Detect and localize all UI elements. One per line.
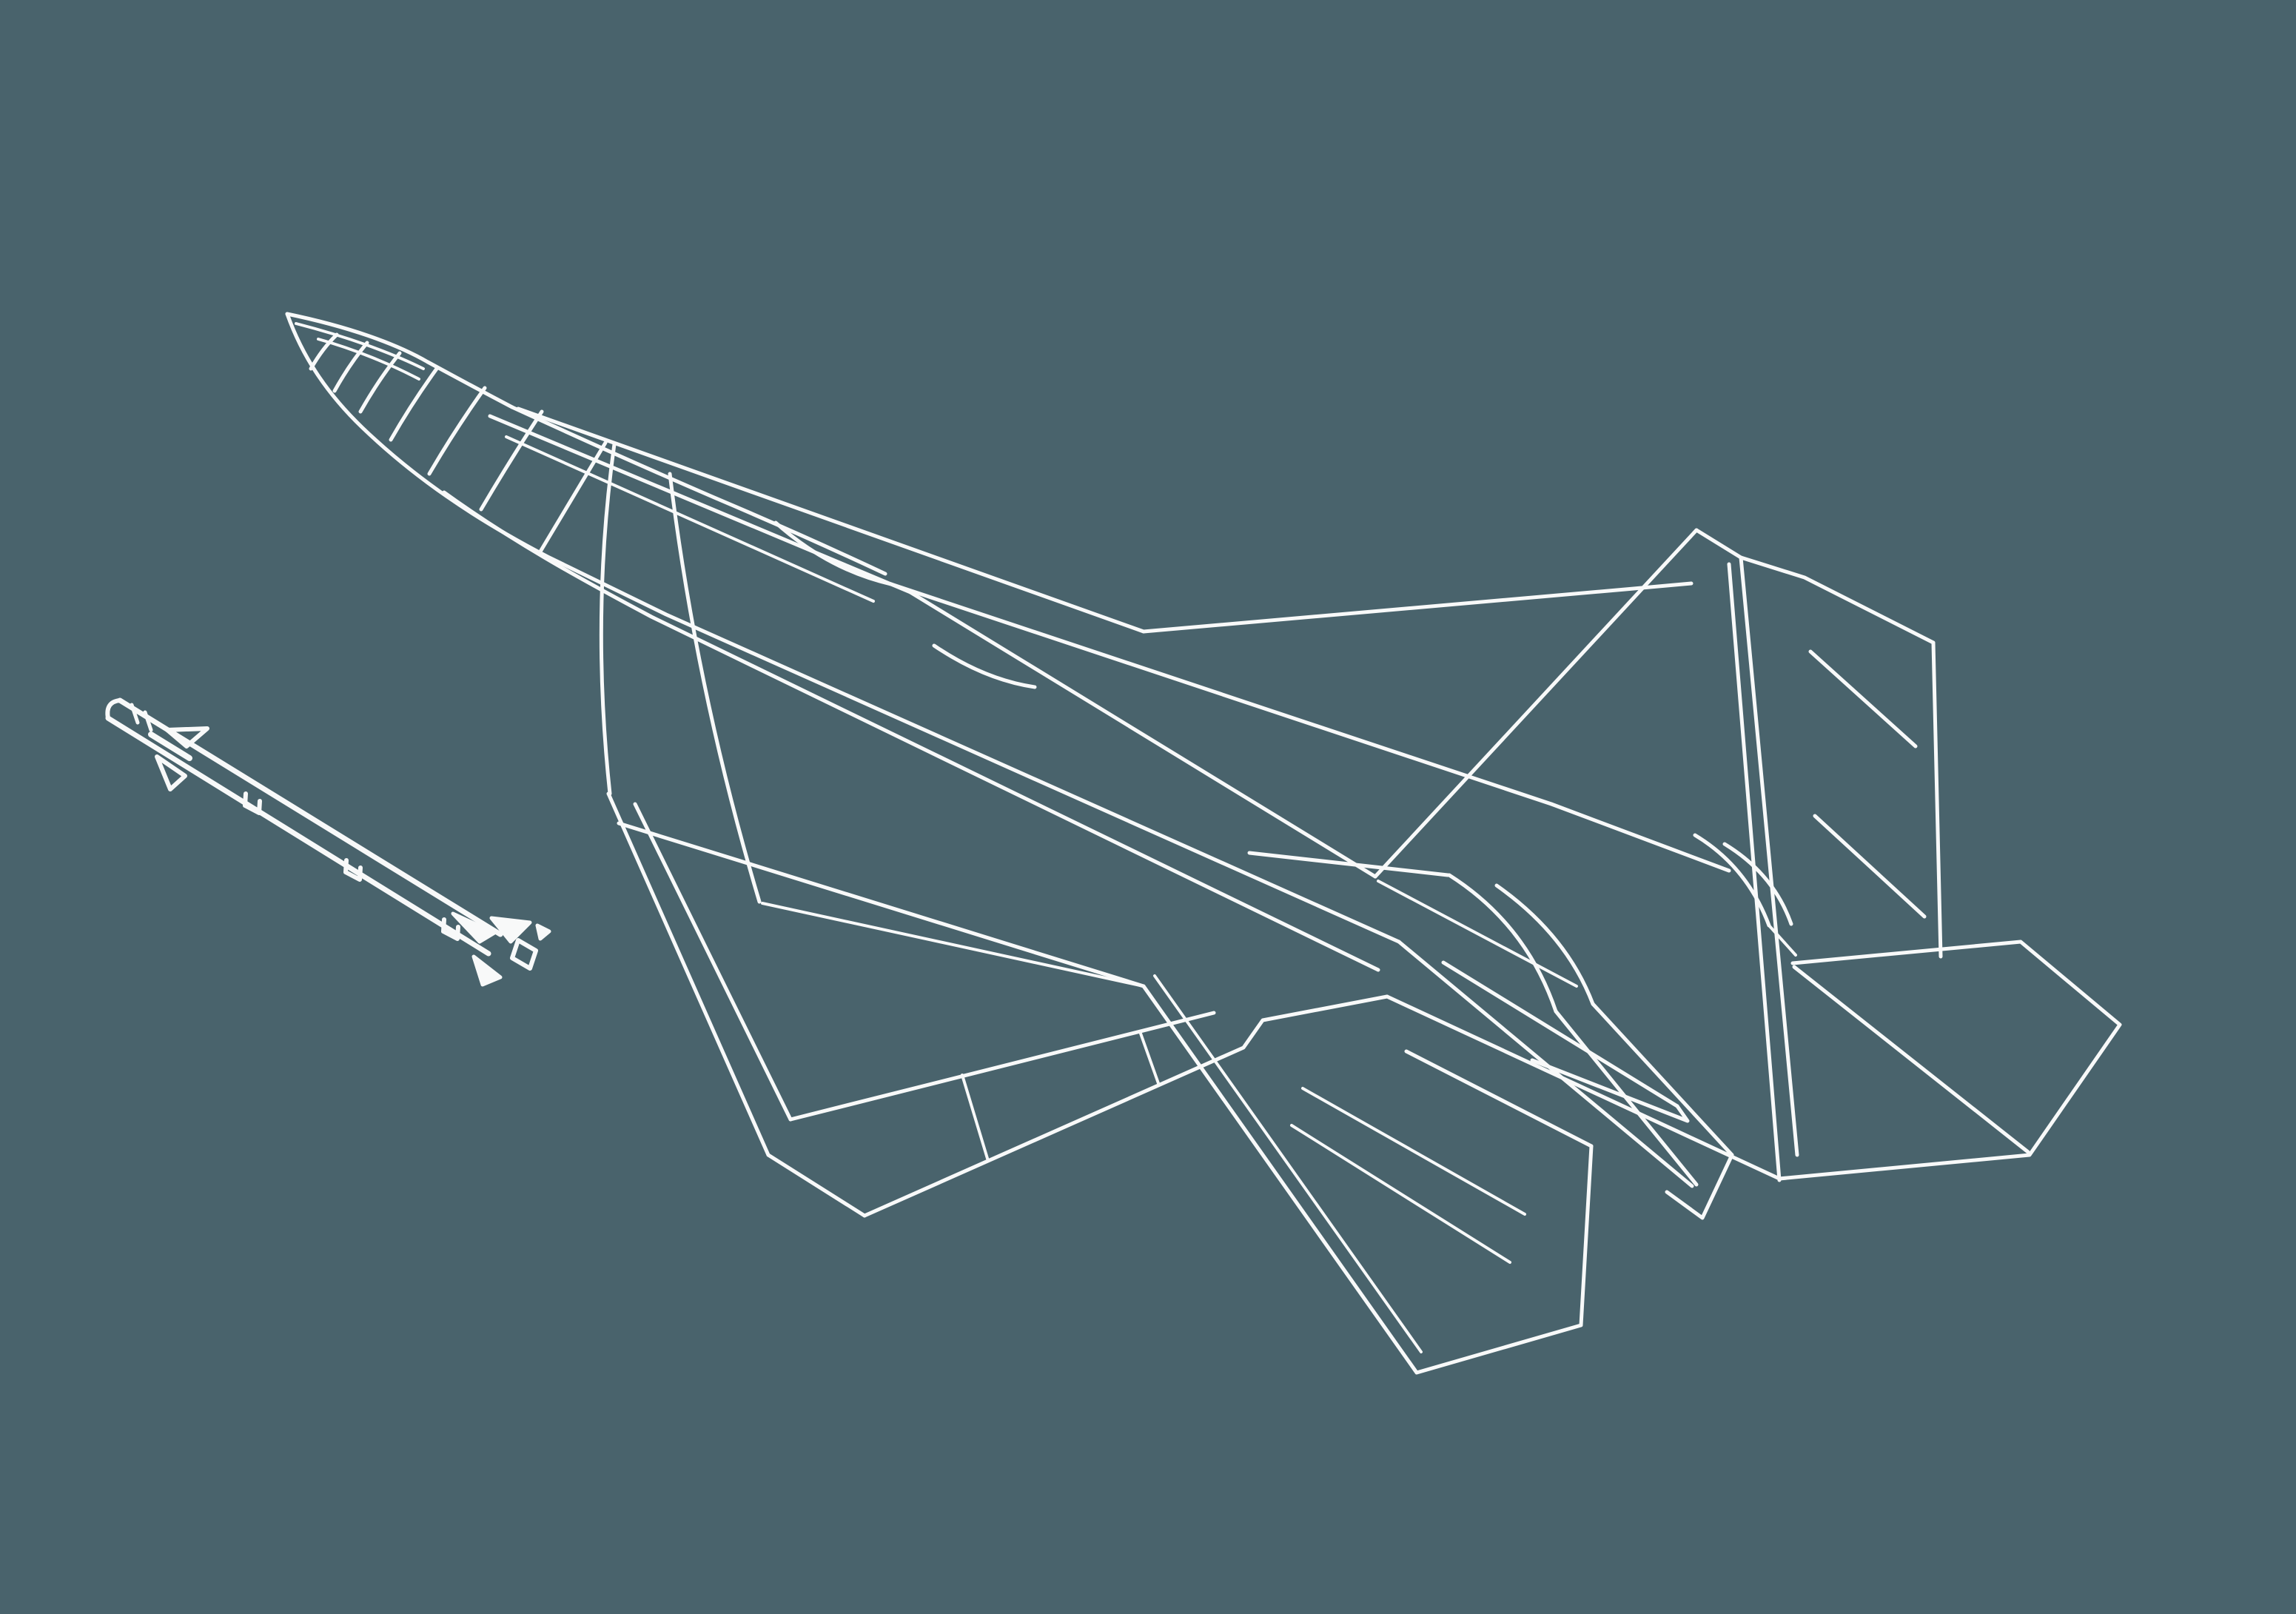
windshield-edge [426, 360, 514, 409]
right-fin-rudder-diag-2 [1813, 814, 1927, 919]
aft-boom-lower [1385, 994, 1782, 1181]
missile-nose-cap [105, 698, 122, 720]
ventral-bay-inner-edge [1153, 974, 1423, 1353]
frame-ring-large-1 [599, 442, 617, 796]
missile-nozzle-end [510, 938, 538, 971]
frame-ring-3 [358, 351, 402, 414]
left-wing-tip-chord [766, 1153, 867, 1218]
right-fin-rudder-diag-1 [1808, 649, 1918, 749]
frame-ring-6 [479, 409, 544, 512]
frame-ring-4 [389, 366, 439, 442]
left-nozzle-cone-top [1591, 1002, 1734, 1157]
missile-canard-upper [165, 726, 209, 749]
right-fin-trailing-edge [1931, 640, 1943, 959]
shoulder-right [516, 406, 1146, 634]
missile-tailfin-upper [489, 916, 532, 944]
frame-ring-5 [427, 386, 487, 476]
frame-ring-large-2 [668, 472, 762, 904]
missile-seeker-line [130, 703, 140, 725]
left-wing-flap-hinge [788, 1011, 1216, 1122]
ventral-bay-outline [1141, 984, 1594, 1375]
missile-tailfin-right-tip [535, 923, 551, 941]
right-wing-tip-top-edge [1739, 555, 1936, 645]
aircraft-wireframe [285, 312, 2122, 1375]
left-wing-aileron-div-1 [961, 1074, 990, 1162]
left-nozzle-cone-bottom [1554, 1009, 1699, 1187]
left-stab-leading-edge [1441, 960, 1679, 1108]
stabilizer-outline [1777, 940, 2122, 1181]
right-nozzle-cone-a [1768, 924, 1797, 957]
belly-line-3 [617, 821, 1146, 988]
frame-ring-1 [309, 332, 339, 371]
missile-body-top [117, 697, 503, 937]
canopy-sill-parallel [505, 435, 875, 603]
aft-deck-bow [932, 643, 1037, 689]
right-wing-leading-edge [1141, 581, 1694, 634]
aft-boom-upper [1397, 940, 1694, 1188]
canopy-top [510, 405, 887, 576]
left-nozzle-duct-top [1247, 851, 1450, 877]
missile-aft-body-shade [451, 911, 497, 944]
missile-canard-lower [155, 754, 187, 791]
left-fin-trailing-edge-a [1727, 562, 1782, 1182]
ventral-bay-top-edge [1404, 1049, 1594, 1148]
stabilizer-elevator-diag [1792, 965, 2030, 1154]
left-stab-tip [1530, 1058, 1690, 1123]
missile-lug-2 [343, 858, 363, 882]
left-fin-leading-edge [1373, 528, 1699, 879]
frame-ring-7 [538, 441, 608, 554]
left-nozzle-ring-outer [1447, 873, 1558, 1014]
missile-nose-band [143, 710, 153, 732]
missile-wireframe [105, 697, 551, 987]
left-nozzle-exit-face [1665, 1153, 1734, 1220]
missile-lug-3 [441, 917, 460, 941]
spine-line [889, 582, 1554, 806]
left-nozzle-ring-inner [1494, 883, 1595, 1006]
ventral-stripe-1 [1301, 1087, 1526, 1216]
nose-upper-panel-a [295, 322, 425, 370]
left-wing-trailing-edge [862, 994, 1389, 1218]
belly-line-2 [442, 490, 1380, 972]
canopy-sill [488, 414, 913, 595]
nose-upper-profile [285, 312, 430, 364]
left-fin-root-line [1377, 880, 1578, 988]
left-wing-leading-edge [606, 791, 771, 1157]
right-nozzle-ring-outer [1693, 833, 1771, 928]
frame-ring-2 [332, 341, 369, 393]
missile-tailfin-lower [471, 954, 503, 987]
belly-line-4 [761, 902, 1145, 988]
left-fin-tip-cut [1694, 528, 1743, 560]
right-nozzle-ring-inner [1722, 842, 1793, 926]
left-wing-aileron-div-2 [1138, 1030, 1161, 1087]
left-wing-le-flap-line [633, 802, 793, 1122]
aft-deck-line [1549, 802, 1731, 873]
left-fin-trailing-edge-b [1739, 555, 1799, 1157]
missile-body-bottom [105, 715, 491, 957]
ventral-stripe-2 [1290, 1124, 1511, 1264]
canopy-aft-bow [773, 520, 893, 586]
missile-canard-root-slash [148, 731, 192, 761]
shoulder-left [908, 590, 1377, 879]
missile-lug-1 [243, 791, 262, 815]
